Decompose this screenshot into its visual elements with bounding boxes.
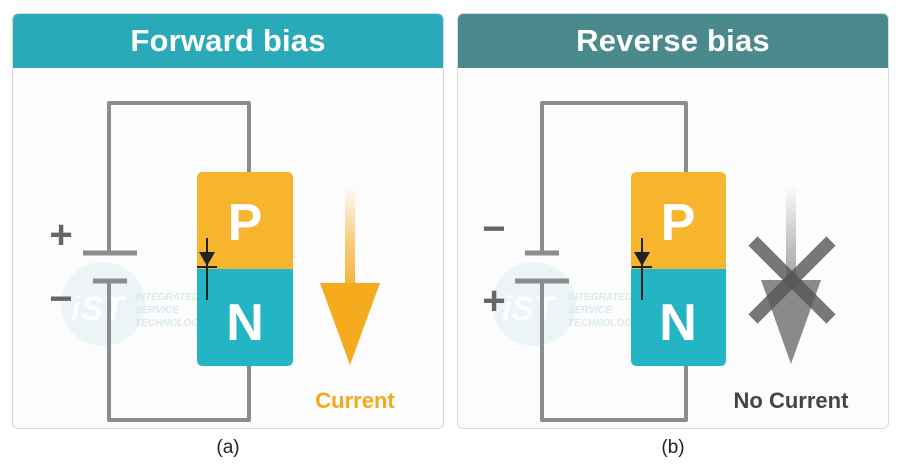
p-region (197, 172, 293, 269)
watermark-line3: TECHNOLOGY (568, 318, 640, 329)
reverse-bias-panel: Reverse bias iST INTEGRATED SERVICE TECH… (457, 13, 889, 429)
p-label: P (661, 194, 696, 252)
watermark: iST INTEGRATED SERVICE TECHNOLOGY (492, 262, 640, 346)
reverse-bias-header: Reverse bias (458, 14, 888, 68)
watermark-line1: INTEGRATED (568, 292, 632, 303)
watermark-logo-text: iST (71, 290, 127, 328)
n-region (197, 269, 293, 366)
current-arrow-icon (320, 186, 380, 365)
current-label: Current (315, 388, 395, 413)
circuit-wire (540, 101, 688, 422)
battery-top-sign: + (49, 213, 72, 257)
battery-top-sign: − (482, 207, 505, 251)
reverse-bias-title: Reverse bias (576, 23, 770, 58)
watermark-line3: TECHNOLOGY (135, 318, 207, 329)
watermark-line2: SERVICE (135, 305, 179, 316)
battery-bottom-sign: − (49, 277, 72, 321)
p-label: P (228, 194, 263, 252)
forward-bias-circuit: iST INTEGRATED SERVICE TECHNOLOGY + − P … (49, 101, 395, 422)
p-region (631, 172, 726, 269)
watermark: iST INTEGRATED SERVICE TECHNOLOGY (61, 262, 207, 346)
n-label: N (226, 294, 264, 352)
watermark-line2: SERVICE (568, 305, 612, 316)
forward-bias-header: Forward bias (13, 14, 443, 68)
forward-bias-title: Forward bias (130, 23, 326, 58)
battery-bottom-sign: + (482, 279, 505, 323)
n-label: N (659, 294, 697, 352)
caption-b: (b) (661, 437, 685, 458)
reverse-bias-circuit: iST INTEGRATED SERVICE TECHNOLOGY − + P … (482, 101, 850, 422)
no-current-label: No Current (734, 388, 850, 413)
diode-symbol-icon (632, 238, 652, 300)
forward-bias-panel: Forward bias iST INTEGRATED SERVICE TECH… (12, 13, 444, 429)
watermark-line1: INTEGRATED (135, 292, 199, 303)
circuit-wire (107, 101, 251, 422)
n-region (631, 269, 726, 366)
no-current-arrow-icon (748, 186, 836, 364)
watermark-logo-text: iST (502, 290, 558, 328)
diode-symbol-icon (197, 238, 217, 300)
caption-a: (a) (216, 437, 240, 458)
